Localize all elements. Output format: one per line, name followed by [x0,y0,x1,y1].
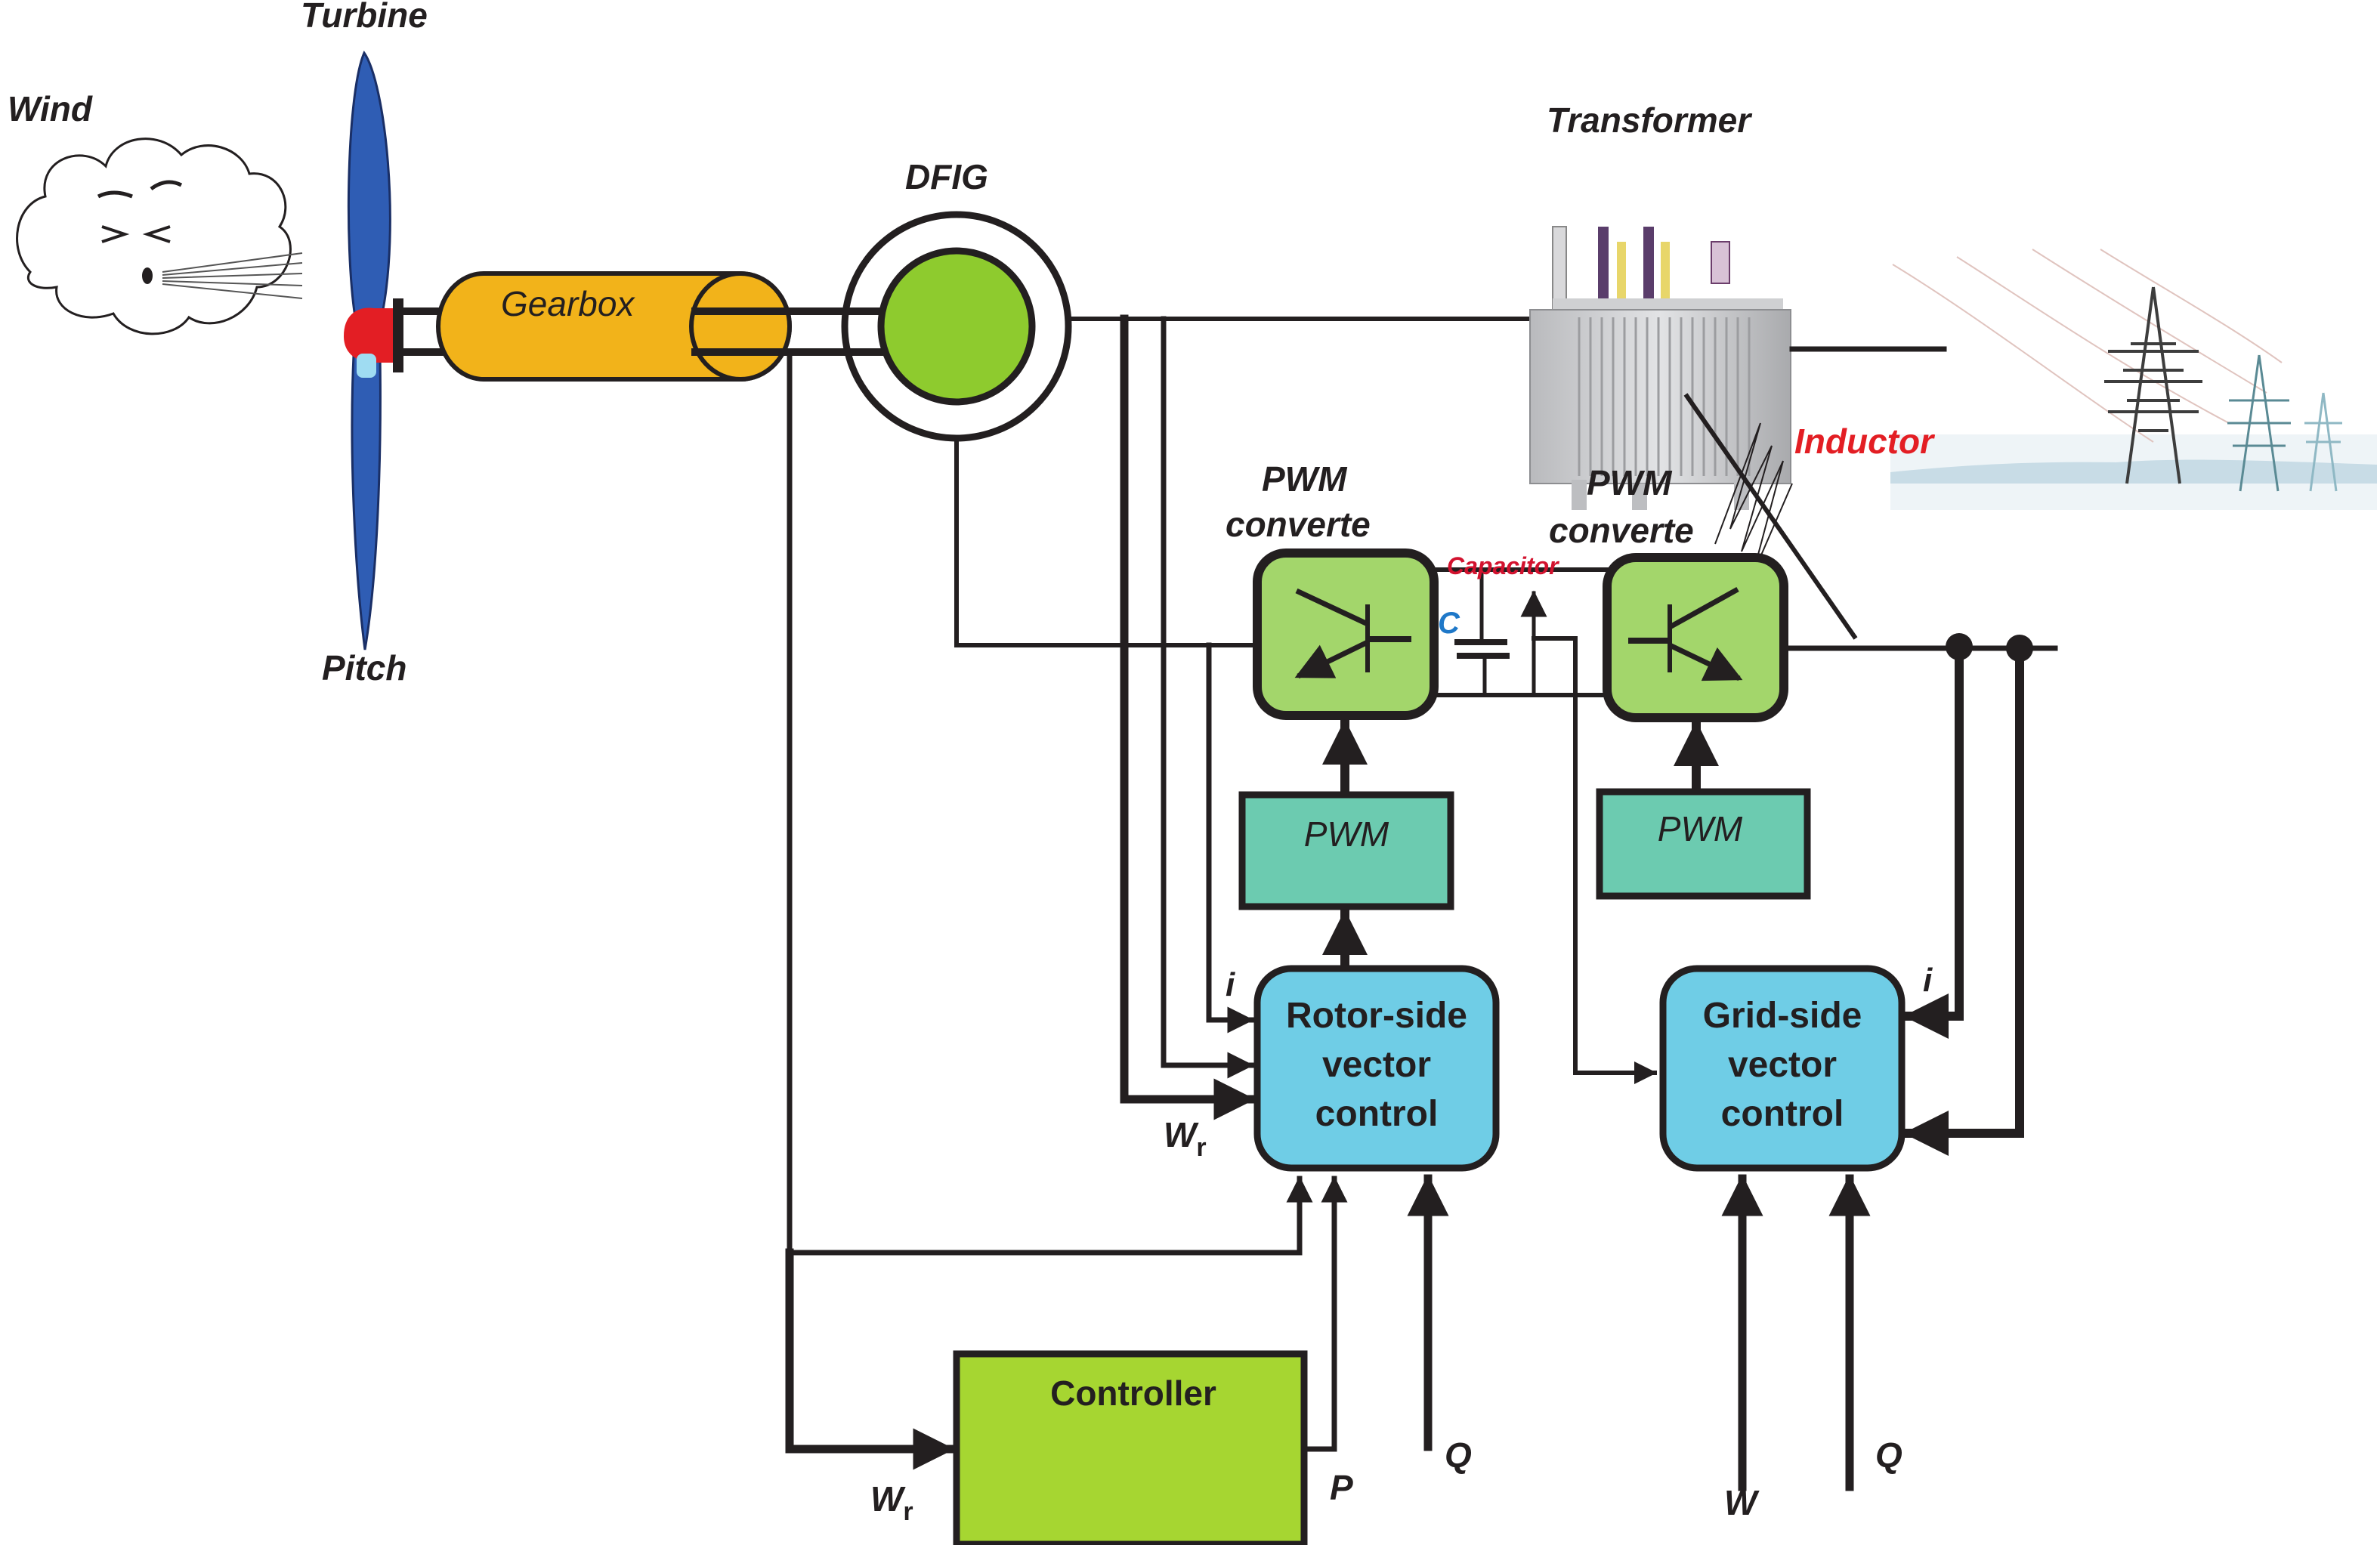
power-reference-label: P [1330,1468,1353,1507]
grid-side-line1: Grid-side [1703,996,1862,1036]
controller-label: Controller [1050,1374,1216,1413]
capacitor-symbol-label: C [1438,607,1460,640]
grid-pwm-block [1596,788,1811,900]
rotor-speed-to-rotor-control [787,349,1313,1256]
dfig-generator-icon [839,211,1072,442]
transistor-icon [1628,586,1743,681]
controller-speed-label: Wr [870,1479,913,1526]
rotor-speed-label: Wr [1164,1115,1207,1162]
dfig-label: DFIG [905,157,988,196]
rotor-side-line2: vector [1322,1045,1431,1085]
grid-current-label: i [1923,962,1933,999]
turbine-label: Turbine [301,0,428,35]
rotor-side-converter [1253,548,1439,720]
stator-voltage-feedback [1120,314,1256,1120]
rotor-reactive-reference-label: Q [1445,1435,1472,1475]
grid-side-converter [1603,553,1788,722]
controller-block [953,1350,1308,1545]
grid-side-line3: control [1721,1094,1844,1134]
capacitor-label: Capacitor [1447,552,1559,579]
grid-w-reference-label: W [1724,1483,1760,1522]
rotor-side-line1: Rotor-side [1286,996,1467,1036]
grid-converter-label-line1: PWM [1587,463,1673,502]
grid-current-feedback [1903,642,1964,1039]
rotor-speed-to-controller [785,1248,955,1470]
gearbox-label: Gearbox [501,284,635,323]
dc-voltage-feedback [1532,636,1657,1084]
gearbox-icon [436,271,792,382]
rotor-converter-label-line2: converte [1226,505,1371,544]
wind-cloud-icon [16,138,303,335]
turbine-blades-icon [347,50,391,650]
transistor-icon [1294,588,1411,679]
rotor-converter-label-line1: PWM [1262,459,1348,499]
stator-current-feedback [1161,316,1254,1079]
grid-side-line2: vector [1728,1045,1837,1085]
power-reference-line [1301,1176,1348,1452]
rotor-pwm-label: PWM [1304,814,1389,854]
capacitor-icon [1454,570,1510,695]
rotor-side-vector-control-block [1253,965,1500,1172]
rotor-line [954,436,1260,647]
inductor-label: Inductor [1794,422,1935,461]
grid-side-vector-control-block [1659,965,1906,1172]
rotor-current-feedback [1206,642,1254,1034]
transformer-label: Transformer [1547,100,1752,140]
rotor-side-line3: control [1315,1094,1439,1134]
power-grid-pylons-icon [1890,249,2377,510]
grid-converter-label-line2: converte [1549,511,1694,550]
rotor-pwm-block [1238,791,1454,910]
pitch-label: Pitch [322,648,406,688]
transformer-icon [1529,226,1791,510]
grid-voltage-feedback [1903,644,2024,1156]
wind-label: Wind [8,89,93,128]
rotor-current-label: i [1226,966,1235,1003]
grid-pwm-label: PWM [1658,809,1743,848]
grid-reactive-reference-label: Q [1875,1435,1902,1475]
